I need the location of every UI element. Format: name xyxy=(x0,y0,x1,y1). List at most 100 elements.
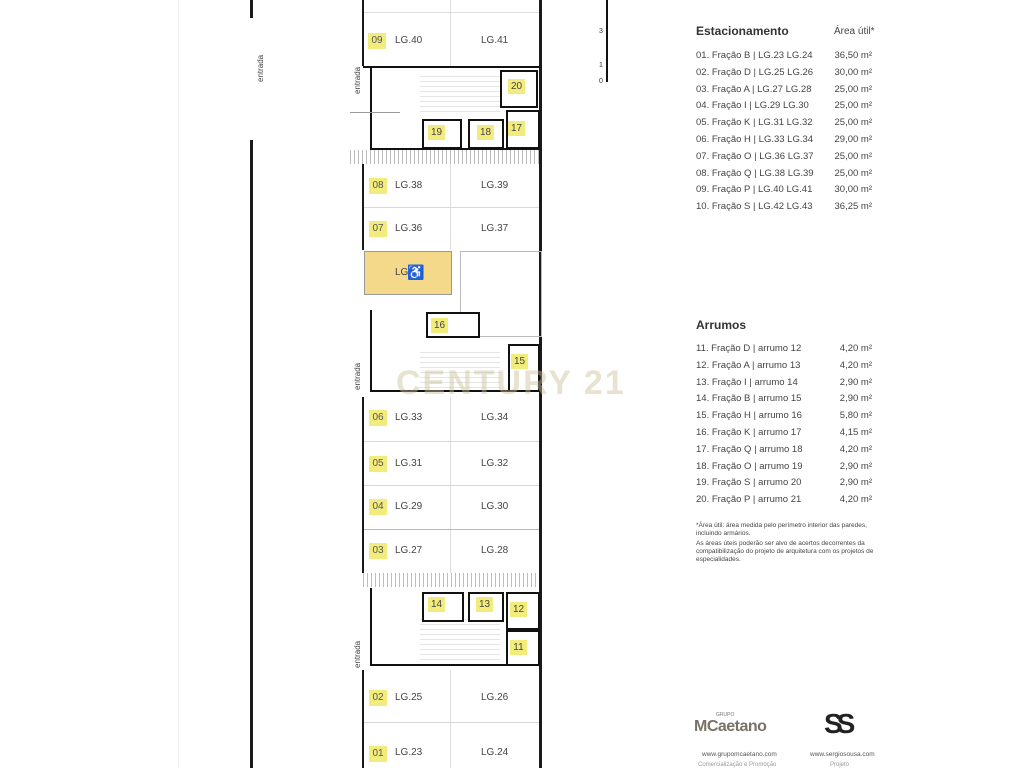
legend-row-text: 16. Fração K | arrumo 17 xyxy=(696,427,802,438)
scale-bar xyxy=(606,0,608,82)
legend-row-text: 12. Fração A | arrumo 13 xyxy=(696,359,801,371)
watermark: CENTURY 21 xyxy=(396,364,626,402)
legend-row-area: 25,00 m² xyxy=(834,100,873,112)
legend-row-area: 2,90 m² xyxy=(839,393,872,405)
legend-row-area: 2,90 m² xyxy=(839,376,872,388)
badge-09: 09 xyxy=(368,33,386,49)
legend-row: 10. Fração S | LG.42 LG.43 36,25 m² xyxy=(696,201,872,218)
area-header: Área útil* xyxy=(834,26,875,37)
legend-row-area: 4,20 m² xyxy=(839,343,872,354)
badge-07: 07 xyxy=(369,221,387,237)
legend-row-area: 4,15 m² xyxy=(839,427,872,438)
parking-row-02: 02 LG.25 LG.26 xyxy=(363,670,539,723)
lg-38-label: LG.38 xyxy=(395,180,423,191)
service-block-3: entrada 14 13 12 11 xyxy=(350,588,540,668)
entrada-label-3: entrada xyxy=(353,640,362,668)
legend-row-text: 17. Fração Q | arrumo 18 xyxy=(696,443,803,455)
legend-row: 02. Fração D | LG.25 LG.26 30,00 m² xyxy=(696,67,872,84)
storage-box-20 xyxy=(500,70,538,108)
lg-35-label: LG.35 xyxy=(395,267,423,278)
parking-row-06: 06 LG.33 LG.34 xyxy=(363,397,539,442)
legend-row-area: 4,20 m² xyxy=(839,494,872,506)
legend-row: 19. Fração S | arrumo 20 2,90 m² xyxy=(696,477,872,494)
lg-36-label: LG.36 xyxy=(395,223,423,234)
legend-row-area: 30,00 m² xyxy=(834,66,873,78)
lg-26-label: LG.26 xyxy=(481,692,509,703)
storage-badge-18: 18 xyxy=(477,125,494,140)
badge-05: 05 xyxy=(369,456,387,472)
left-wall-top-block xyxy=(362,0,364,66)
storage-badge-17: 17 xyxy=(508,121,525,136)
legend-row-area: 36,25 m² xyxy=(834,201,873,213)
lg-28-label: LG.28 xyxy=(481,545,509,556)
legend-row-area: 25,00 m² xyxy=(834,167,873,179)
storage-badge-20: 20 xyxy=(508,79,525,94)
lg-41-label: LG.41 xyxy=(481,35,509,46)
lg-40-label: LG.40 xyxy=(395,35,423,46)
core-block xyxy=(460,251,542,337)
ss-sub: Projeto xyxy=(830,762,850,768)
parking-row-08: 08 LG.38 LG.39 xyxy=(363,164,539,208)
parking-row-05: 05 LG.31 LG.32 xyxy=(363,441,539,486)
mcaetano-sub: Comercialização e Promoção xyxy=(698,762,777,768)
mid-block-a: 08 LG.38 LG.39 07 LG.36 LG.37 xyxy=(363,164,539,250)
legend-row-text: 10. Fração S | LG.42 LG.43 xyxy=(696,201,813,213)
legend-row-area: 25,00 m² xyxy=(834,150,873,162)
legend-row-text: 01. Fração B | LG.23 LG.24 xyxy=(696,50,813,61)
stairs-1 xyxy=(420,72,500,112)
mcaetano-url: www.grupomcaetano.com xyxy=(702,751,777,758)
outer-wall-top xyxy=(250,0,253,18)
mcaetano-grupo: GRUPO xyxy=(716,712,735,718)
parking-row-01: 01 LG.23 LG.24 xyxy=(363,722,539,768)
parking-title: Estacionamento xyxy=(696,24,789,38)
legend-row: 04. Fração I | LG.29 LG.30 25,00 m² xyxy=(696,100,872,117)
ramp-hatch-1 xyxy=(350,150,540,164)
parking-row-07: 07 LG.36 LG.37 xyxy=(363,207,539,250)
ramp-line xyxy=(178,0,179,768)
legend-row-text: 18. Fração O | arrumo 19 xyxy=(696,460,803,472)
legend-row-text: 02. Fração D | LG.25 LG.26 xyxy=(696,66,814,78)
storage-title: Arrumos xyxy=(696,318,747,332)
badge-03: 03 xyxy=(369,543,387,559)
lg-25-label: LG.25 xyxy=(395,692,423,703)
lg-29-label: LG.29 xyxy=(395,501,423,512)
legend-row-text: 09. Fração P | LG.40 LG.41 xyxy=(696,184,813,196)
service-block-1: entrada 20 19 18 17 xyxy=(350,66,540,150)
legend-row-area: 25,00 m² xyxy=(834,117,873,129)
storage-badge-16: 16 xyxy=(431,318,448,333)
legend-row-text: 04. Fração I | LG.29 LG.30 xyxy=(696,100,809,112)
stairs-3 xyxy=(420,618,500,660)
entrada-label: entrada xyxy=(256,54,265,82)
lg-30-label: LG.30 xyxy=(481,501,509,512)
badge-04: 04 xyxy=(369,499,387,515)
parking-row-03: 03 LG.27 LG.28 xyxy=(363,529,539,573)
legend-row-text: 05. Fração K | LG.31 LG.32 xyxy=(696,117,813,129)
left-wall-bottom xyxy=(362,670,364,768)
lg-37-label: LG.37 xyxy=(481,223,509,234)
stairs-2 xyxy=(420,348,500,388)
scale-tick-3: 3 xyxy=(599,28,603,35)
outer-wall-left xyxy=(250,140,253,768)
main-wall-right xyxy=(539,0,542,768)
legend-row-text: 03. Fração A | LG.27 LG.28 xyxy=(696,83,812,95)
legend-row-text: 13. Fração I | arrumo 14 xyxy=(696,376,798,388)
badge-08: 08 xyxy=(369,178,387,194)
ss-url: www.sergiosousa.com xyxy=(810,751,875,758)
wheelchair-icon: ♿ xyxy=(407,264,425,280)
legend-row-text: 19. Fração S | arrumo 20 xyxy=(696,477,802,489)
lg-34-label: LG.34 xyxy=(481,412,509,423)
legend-row-area: 2,90 m² xyxy=(839,477,872,489)
legend-row-area: 29,00 m² xyxy=(834,134,873,145)
legend-row: 13. Fração I | arrumo 14 2,90 m² xyxy=(696,377,872,394)
